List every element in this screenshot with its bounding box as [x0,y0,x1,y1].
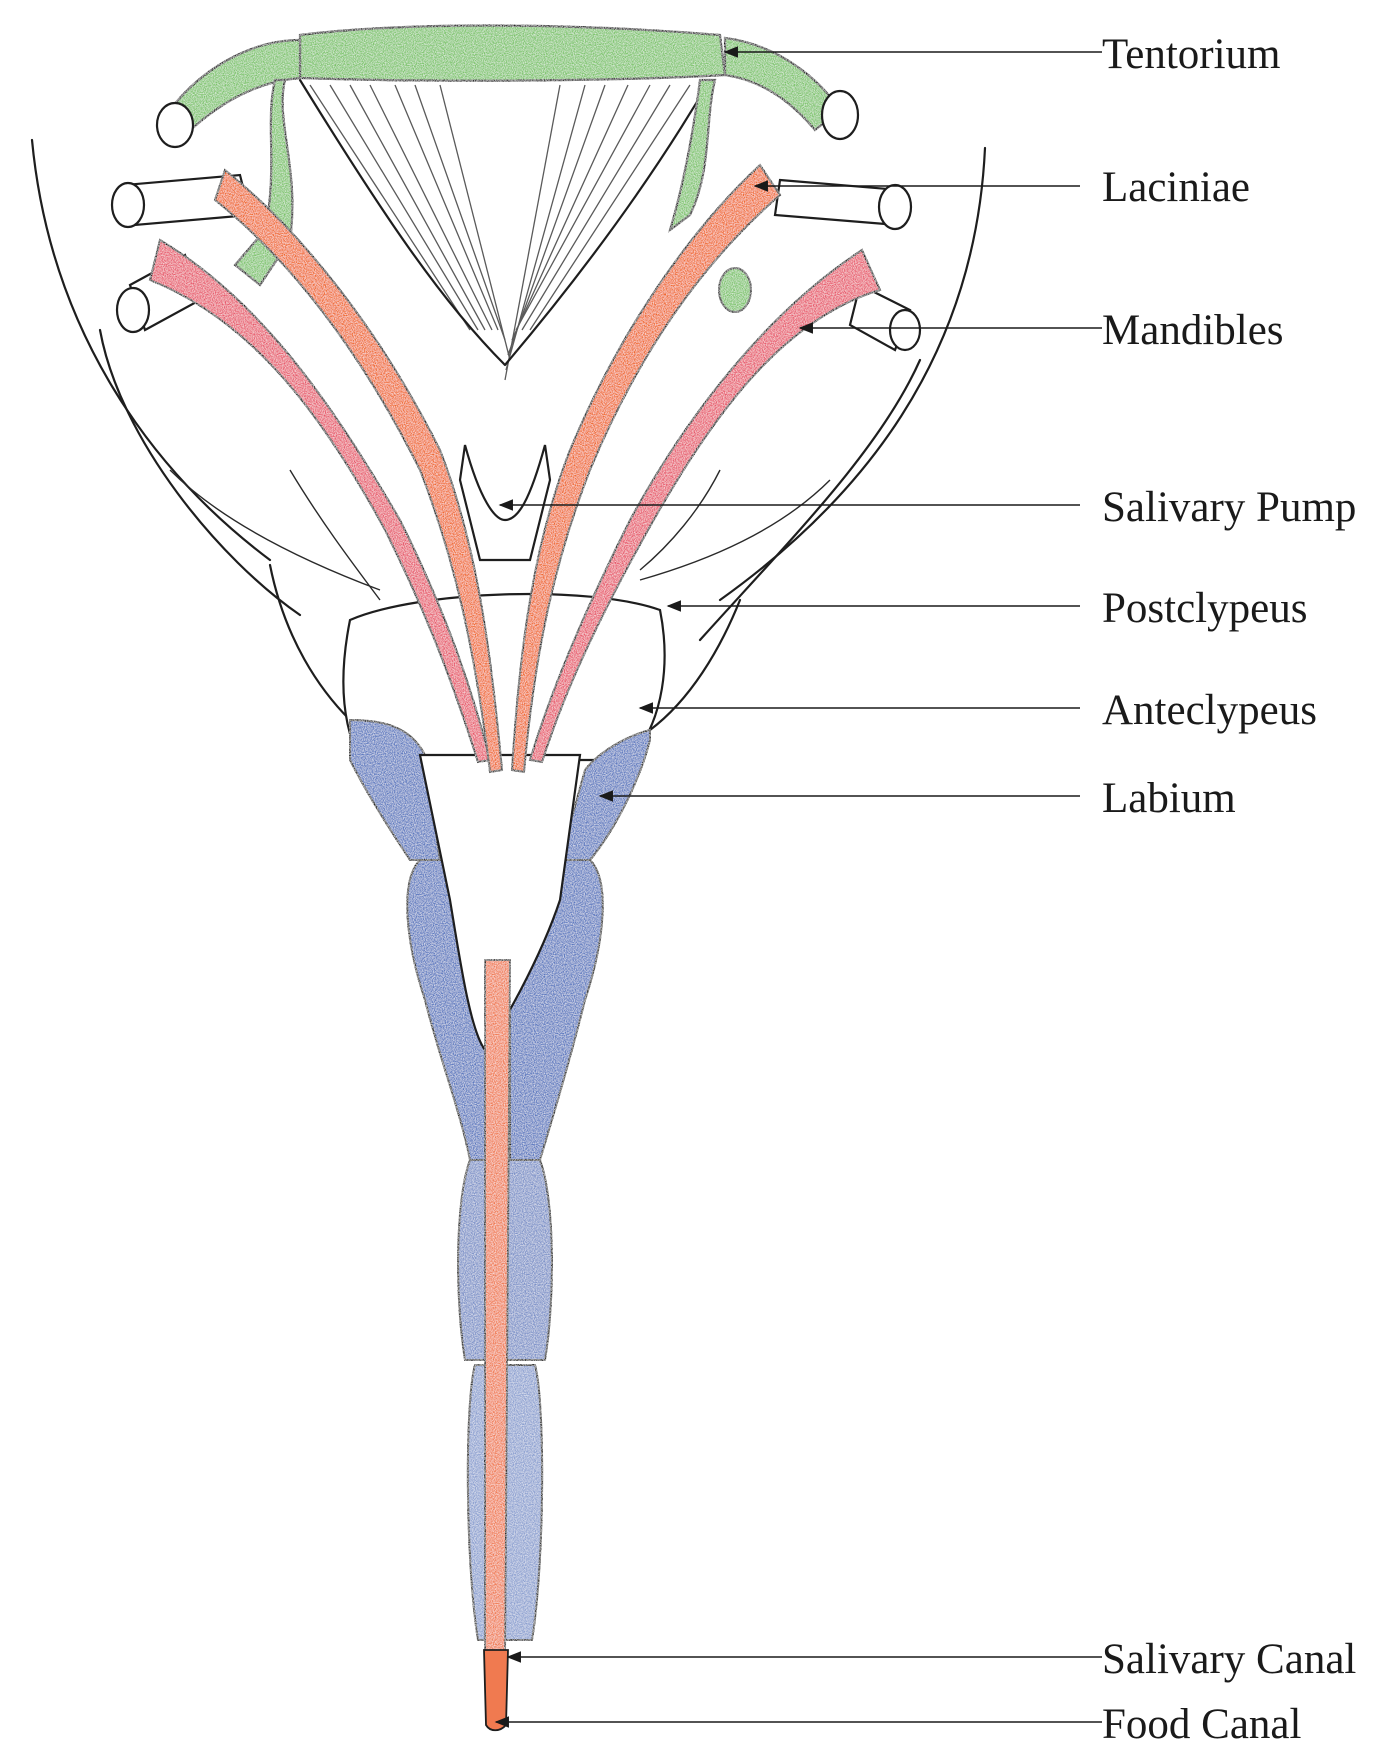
svg-text:Laciniae: Laciniae [1102,164,1250,211]
label-anteclypeus: Anteclypeus [640,687,1317,734]
svg-text:Tentorium: Tentorium [1102,31,1281,78]
salivary-pump [460,445,550,560]
svg-text:Anteclypeus: Anteclypeus [1102,687,1317,734]
stylet-tip [484,1650,508,1730]
svg-text:Salivary Canal: Salivary Canal [1102,1636,1356,1683]
svg-text:Food Canal: Food Canal [1102,1701,1302,1745]
label-food-canal: Food Canal [496,1701,1302,1745]
stylet-bundle [485,960,510,1665]
tentorium [170,26,840,312]
svg-text:Salivary Pump: Salivary Pump [1102,484,1356,531]
label-postclypeus: Postclypeus [668,585,1307,632]
svg-text:Labium: Labium [1102,775,1236,822]
svg-text:Postclypeus: Postclypeus [1102,585,1307,632]
tentorium-arm-ends [157,91,858,147]
label-labium: Labium [600,775,1236,822]
svg-text:Mandibles: Mandibles [1102,307,1284,354]
label-salivary-canal: Salivary Canal [508,1636,1356,1683]
label-tentorium: Tentorium [725,31,1281,78]
